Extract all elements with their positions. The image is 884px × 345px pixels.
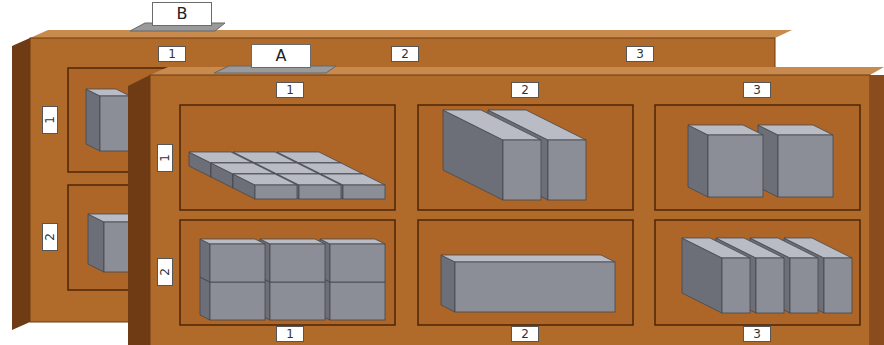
box-front bbox=[824, 258, 852, 313]
box-item bbox=[443, 110, 541, 200]
tab-label: A bbox=[251, 44, 311, 68]
cabinet-side bbox=[12, 38, 30, 330]
callout-number: 3 bbox=[743, 326, 771, 342]
callout-number: 2 bbox=[42, 223, 58, 251]
box-front bbox=[343, 185, 385, 199]
box-item bbox=[233, 174, 297, 199]
callout-number: 1 bbox=[157, 144, 173, 172]
cabinet-edge bbox=[870, 75, 884, 345]
stored-goods bbox=[189, 110, 852, 320]
shelf-cell bbox=[180, 220, 395, 325]
tab-letter: A bbox=[260, 45, 303, 67]
box-item bbox=[200, 239, 265, 282]
box-front bbox=[210, 244, 265, 282]
box-front bbox=[210, 282, 265, 320]
box-front bbox=[722, 258, 750, 313]
box-item bbox=[86, 89, 130, 151]
tab-label: B bbox=[152, 2, 212, 26]
box-front bbox=[270, 244, 325, 282]
box-front bbox=[455, 262, 615, 312]
shelf-cell bbox=[180, 105, 395, 210]
box-item bbox=[260, 277, 325, 320]
box-side bbox=[688, 125, 708, 197]
box-front bbox=[756, 258, 784, 313]
box-front bbox=[270, 282, 325, 320]
callout-number: 3 bbox=[743, 82, 771, 98]
box-side bbox=[88, 214, 104, 272]
box-top bbox=[443, 110, 541, 140]
shelf-cell bbox=[418, 220, 633, 325]
box-top bbox=[320, 239, 385, 244]
box-side bbox=[86, 89, 100, 151]
callout-number: 1 bbox=[42, 106, 58, 134]
box-side bbox=[441, 255, 455, 312]
box-item bbox=[320, 277, 385, 320]
callout-number: 1 bbox=[276, 82, 304, 98]
box-front bbox=[255, 185, 297, 199]
box-item bbox=[758, 125, 833, 197]
box-top bbox=[260, 239, 325, 244]
callout-number: 2 bbox=[511, 82, 539, 98]
box-item bbox=[260, 239, 325, 282]
box-top bbox=[441, 255, 615, 262]
box-front bbox=[100, 96, 130, 151]
box-side bbox=[200, 239, 210, 282]
box-item bbox=[200, 277, 265, 320]
shelf-cell bbox=[655, 105, 860, 210]
box-item bbox=[682, 238, 750, 313]
cabinet-side bbox=[128, 75, 150, 345]
box-top bbox=[688, 125, 763, 135]
box-top bbox=[86, 89, 130, 96]
box-item bbox=[441, 255, 615, 312]
box-front bbox=[503, 140, 541, 200]
box-side bbox=[200, 277, 210, 320]
shelf-cell bbox=[418, 105, 633, 210]
box-front bbox=[778, 135, 833, 197]
callout-number: 1 bbox=[276, 326, 304, 342]
box-top bbox=[233, 174, 297, 185]
callout-number: 2 bbox=[511, 326, 539, 342]
cabinet-top bbox=[150, 67, 884, 75]
box-front bbox=[299, 185, 341, 199]
box-top bbox=[200, 239, 265, 244]
callout-number: 3 bbox=[626, 46, 654, 62]
tab-letter: B bbox=[161, 3, 204, 25]
callout-number: 2 bbox=[391, 46, 419, 62]
callout-number: 1 bbox=[158, 46, 186, 62]
box-front bbox=[708, 135, 763, 197]
box-top bbox=[211, 163, 275, 174]
box-front bbox=[330, 244, 385, 282]
box-front bbox=[790, 258, 818, 313]
box-top bbox=[758, 125, 833, 135]
box-top bbox=[189, 152, 253, 163]
box-item bbox=[320, 239, 385, 282]
shelf-cell bbox=[655, 220, 860, 325]
callout-number: 2 bbox=[157, 258, 173, 286]
box-front bbox=[548, 140, 586, 200]
cabinet-front bbox=[150, 75, 870, 345]
box-item bbox=[688, 125, 763, 197]
box-front bbox=[330, 282, 385, 320]
box-top bbox=[682, 238, 750, 258]
